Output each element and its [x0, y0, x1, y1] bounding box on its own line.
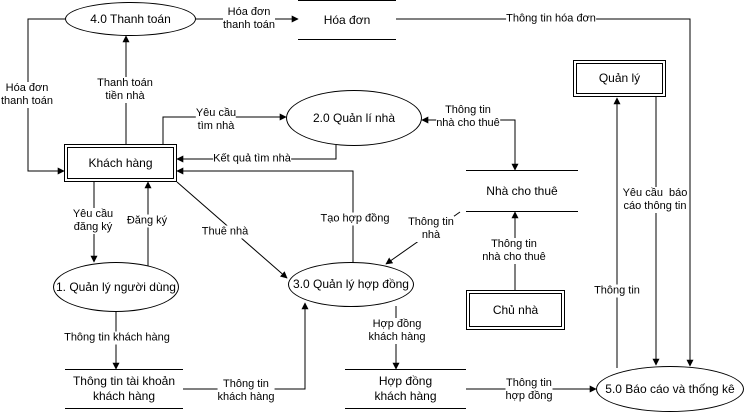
flow-label-thong-tin-nha: Thông tin nhà — [408, 216, 454, 242]
flow-label-thong-tin: Thông tin — [594, 284, 640, 298]
entity-khach-hang[interactable]: Khách hàng — [64, 144, 177, 182]
store-hop-dong-khach-hang[interactable]: Hợp đồng khách hàng — [345, 369, 466, 409]
process-thanh-toan[interactable]: 4.0 Thanh toán — [65, 2, 196, 36]
process-bao-cao-thong-ke[interactable]: 5.0 Báo cáo và thống kê — [596, 366, 744, 412]
flow-label-thong-tin-hop-dong: Thông tin hợp đồng — [505, 377, 553, 403]
entity-double-border — [67, 147, 174, 179]
arrow-tai-khoan-to-quan-ly-hop-dong — [183, 302, 309, 390]
store-thong-tin-tai-khoan[interactable]: Thông tin tài khoản khách hàng — [65, 369, 183, 409]
flow-label-yeu-cau-dang-ky: Yêu cầu đăng ký — [72, 208, 114, 234]
flow-label-thong-tin-khach-hang-1: Thông tin khách hàng — [64, 331, 170, 345]
arrow-khach-hang-to-quan-li-nha — [162, 113, 287, 144]
flow-label-ket-qua-tim-nha: Kết quả tìm nhà — [213, 152, 291, 166]
flow-label-hoa-don-thanh-toan-top: Hóa đơn thanh toán — [223, 6, 275, 32]
entity-quan-ly-label: Quản lý — [598, 71, 641, 85]
entity-khach-hang-label: Khách hàng — [88, 155, 153, 170]
process-quan-ly-hop-dong[interactable]: 3.0 Quản lý hợp đồng — [288, 262, 414, 307]
flow-label-hop-dong-khach-hang: Hợp đồng khách hàng — [368, 318, 426, 344]
arrow-quan-ly-hop-dong-to-khach-hang — [176, 167, 354, 263]
entity-chu-nha-label: Chủ nhà — [492, 302, 539, 317]
store-nha-cho-thue[interactable]: Nhà cho thuê — [466, 170, 578, 212]
entity-double-border — [576, 63, 663, 94]
process-quan-li-nha[interactable]: 2.0 Quản lí nhà — [286, 90, 422, 146]
flow-label-thue-nha: Thuê nhà — [201, 225, 249, 239]
flow-label-thong-tin-nha-cho-thue-2: Thông tin nhà cho thuê — [482, 238, 546, 264]
entity-double-border — [469, 293, 562, 327]
flow-label-tao-hop-dong: Tạo hợp đồng — [320, 212, 390, 226]
flow-label-thong-tin-khach-hang-2: Thông tin khách hàng — [217, 378, 275, 404]
flow-label-thanh-toan-tien-nha: Thanh toán tiền nhà — [97, 77, 153, 103]
entity-chu-nha[interactable]: Chủ nhà — [466, 290, 565, 330]
flow-label-dang-ky: Đăng ký — [126, 214, 168, 228]
flow-label-yeu-cau-bao-cao: Yêu cầu báo cáo thông tin — [622, 187, 688, 213]
flow-label-hoa-don-thanh-toan-left: Hóa đơn thanh toán — [1, 82, 53, 108]
store-hoa-don[interactable]: Hóa đơn — [298, 0, 396, 40]
flow-label-thong-tin-hoa-don: Thông tin hóa đơn — [506, 12, 596, 26]
arrow-hoa-don-to-bao-cao — [396, 18, 694, 367]
flow-label-thong-tin-nha-cho-thue-1: Thông tin nhà cho thuê — [436, 104, 500, 130]
entity-quan-ly[interactable]: Quản lý — [573, 60, 666, 97]
process-quan-ly-nguoi-dung[interactable]: 1. Quản lý người dùng — [53, 262, 179, 312]
flow-label-yeu-cau-tim-nha: Yêu cầu tìm nhà — [195, 107, 237, 133]
